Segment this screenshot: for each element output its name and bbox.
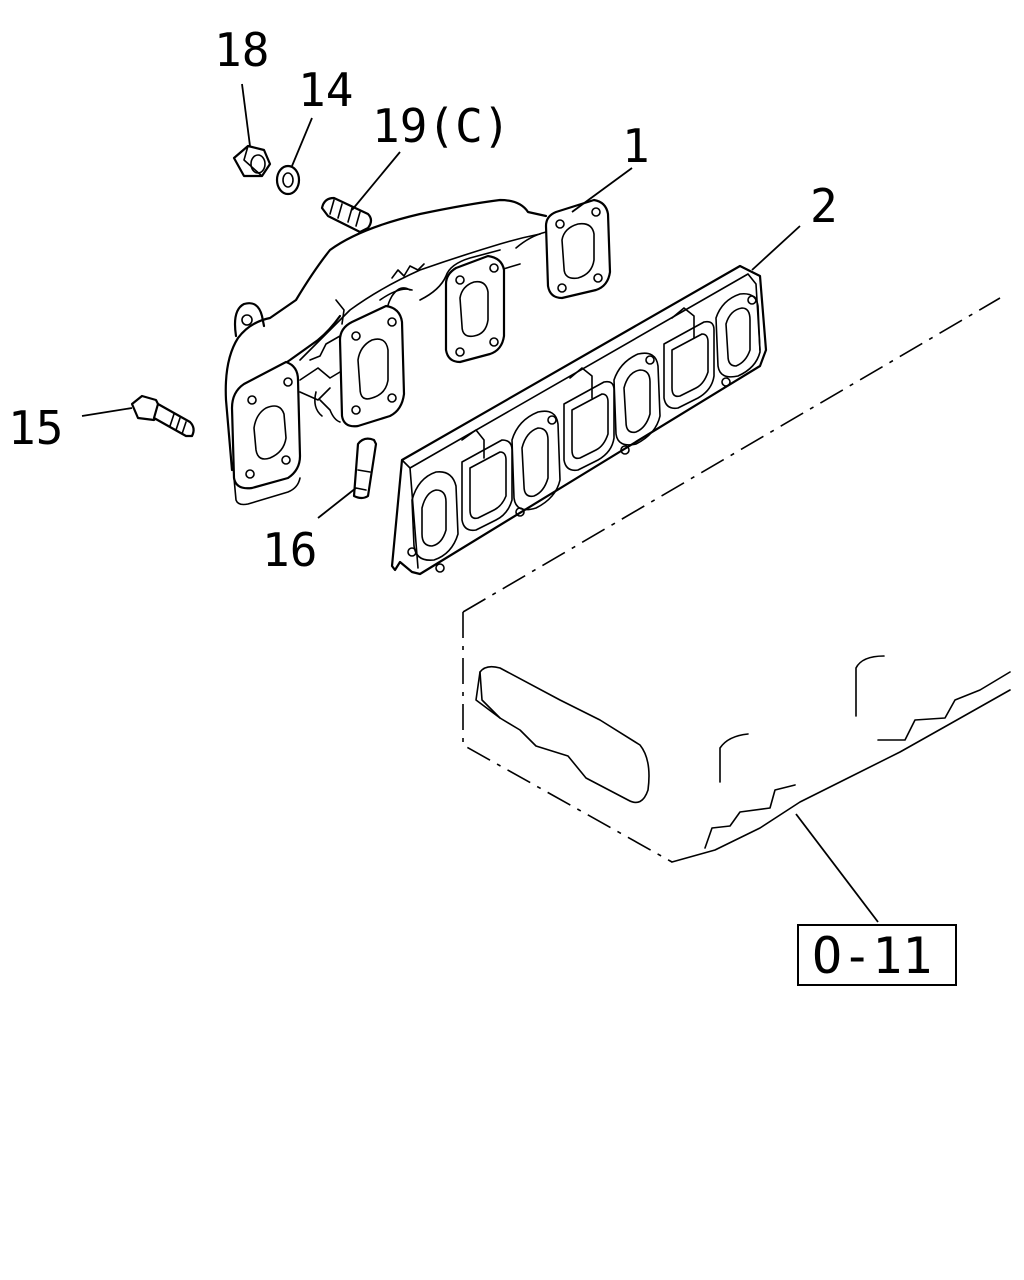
exhaust-gasket xyxy=(390,264,768,576)
exhaust-manifold xyxy=(224,198,612,506)
gasket-port-1 xyxy=(411,470,459,562)
callout-15: 15 xyxy=(8,401,63,455)
callout-2: 2 xyxy=(810,179,838,233)
manifold-flange-4 xyxy=(544,198,612,300)
gasket-port-5 xyxy=(613,352,661,446)
leader-lines xyxy=(81,83,879,923)
callout-1: 1 xyxy=(622,119,650,173)
callout-18: 18 xyxy=(214,23,269,77)
manifold-flange-2 xyxy=(338,304,406,428)
callout-19c: 19(C) xyxy=(372,99,510,153)
washer-part-14 xyxy=(275,164,301,196)
manifold-flange-1 xyxy=(230,360,302,506)
reference-box-label: O-11 xyxy=(812,927,932,985)
bolt-part-15 xyxy=(130,394,195,438)
manifold-flange-3 xyxy=(444,254,506,364)
gasket-port-7 xyxy=(715,292,761,378)
nut-part-18 xyxy=(232,144,272,178)
reference-box: O-11 xyxy=(797,924,957,986)
stud-part-19 xyxy=(320,196,373,234)
stud-part-16 xyxy=(352,437,378,500)
gasket-port-2 xyxy=(461,429,513,532)
callout-14: 14 xyxy=(298,63,353,117)
cylinder-head-outline xyxy=(462,297,1011,863)
gasket-port-6 xyxy=(663,307,715,410)
callout-16: 16 xyxy=(262,523,317,577)
gasket-port-4 xyxy=(563,367,615,472)
